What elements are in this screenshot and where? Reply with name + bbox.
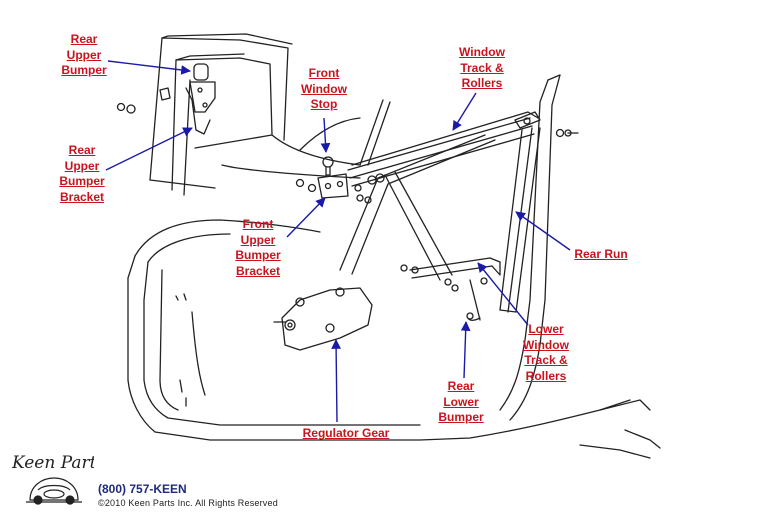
label-rear-lower-bumper[interactable]: Rear Lower Bumper [438,379,484,424]
label-lower-window-track-rollers[interactable]: Lower Window Track & Rollers [523,322,569,383]
label-window-track-rollers[interactable]: Window Track & Rollers [459,45,505,90]
door-line-art [116,33,661,459]
car-icon [26,477,82,505]
keen-parts-logo: Keen Parts [11,453,94,505]
arrow-rear-upper-bumper [107,60,191,75]
arrow-window-track-rollers [452,92,477,131]
label-rear-upper-bumper[interactable]: Rear Upper Bumper [61,32,107,77]
arrow-front-upper-bumper-bracket [286,197,326,238]
arrow-lower-window-track-rollers [477,262,529,326]
arrow-rear-upper-bumper-bracket [105,127,193,171]
arrow-rear-run [515,211,571,251]
brand-logo-text: Keen Parts [11,453,94,473]
arrow-rear-lower-bumper [460,321,471,379]
label-rear-run[interactable]: Rear Run [574,247,628,261]
arrow-regulator-gear [331,339,342,423]
label-regulator-gear[interactable]: Regulator Gear [302,426,390,440]
label-rear-upper-bumper-bracket[interactable]: Rear Upper Bumper Bracket [59,143,105,204]
arrow-front-window-stop [320,117,331,153]
phone-number[interactable]: (800) 757-KEEN [98,482,187,496]
copyright-notice: ©2010 Keen Parts Inc. All Rights Reserve… [98,498,278,508]
pointer-arrows [105,60,571,423]
footer: Keen Parts (800) 757-KEEN ©2010 Keen Par… [8,450,308,514]
label-front-window-stop[interactable]: Front Window Stop [301,66,347,111]
label-front-upper-bumper-bracket[interactable]: Front Upper Bumper Bracket [235,217,281,278]
